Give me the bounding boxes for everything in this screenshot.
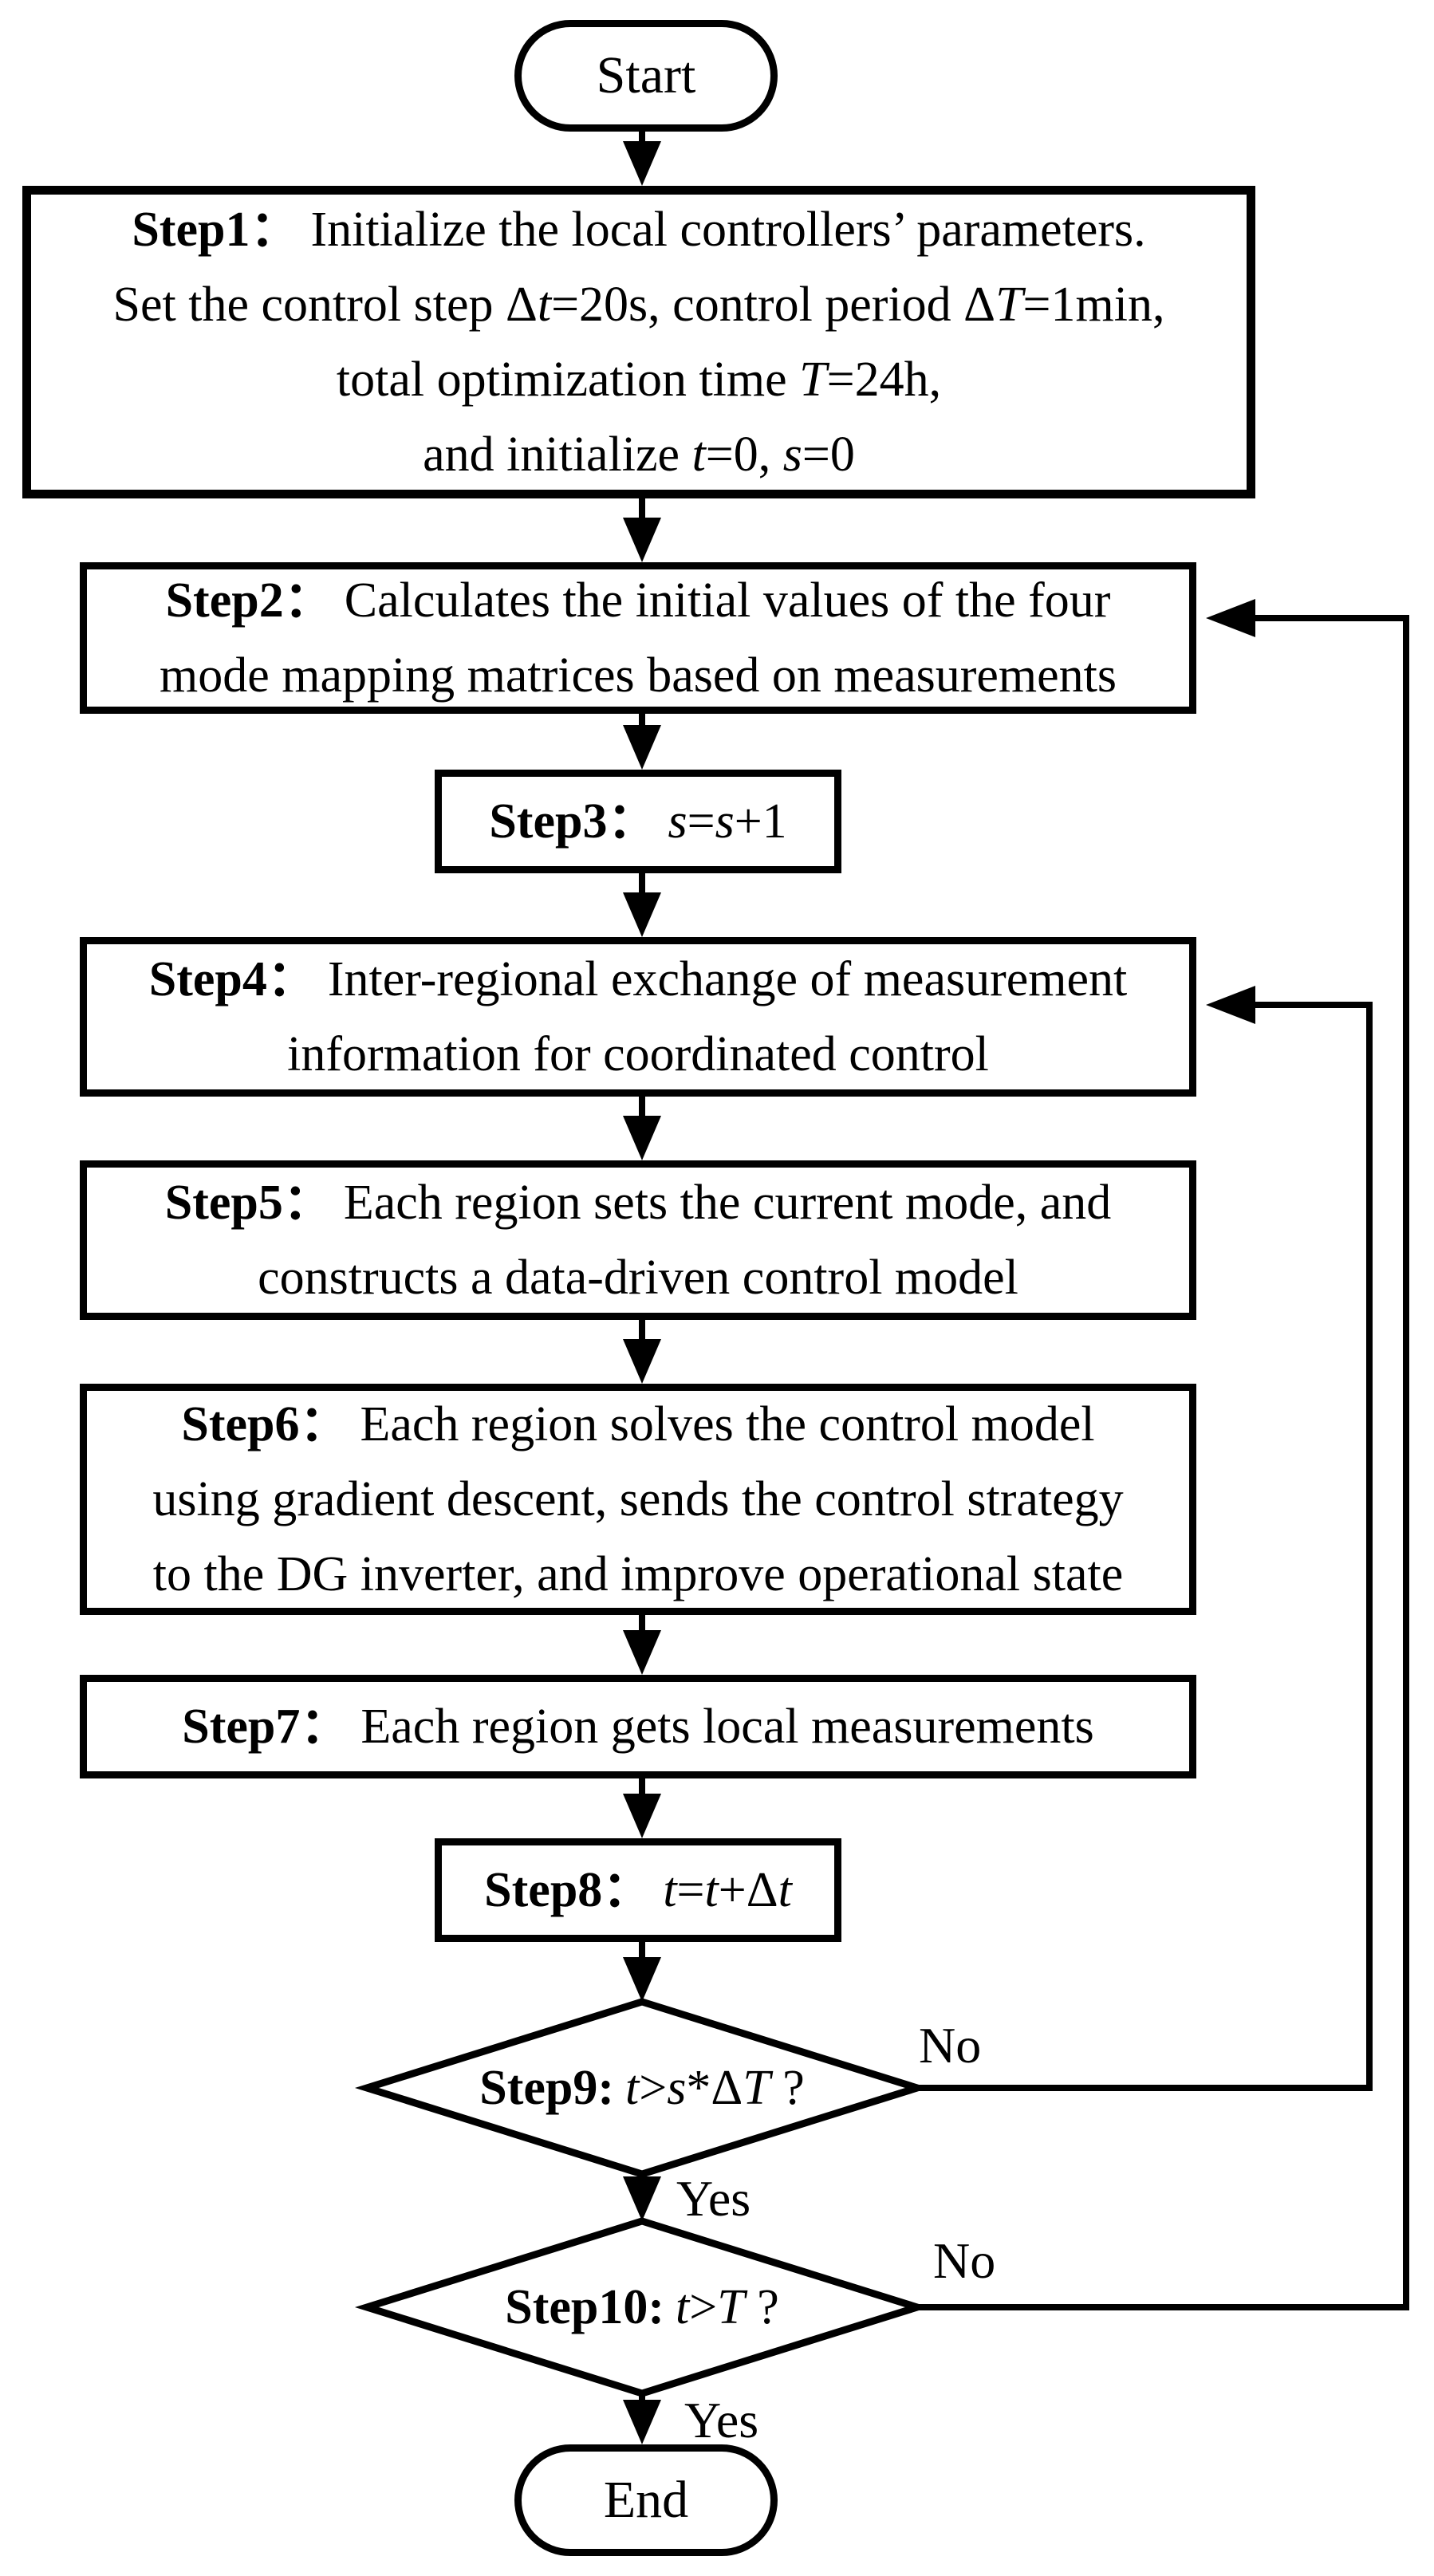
text-line: Step1：Initialize the local controllers’ … [132,203,1146,257]
arrowhead-step8-step9 [623,1957,661,2002]
step10-no-label: No [933,2232,996,2289]
arrowhead-step4-step5 [623,1116,661,1160]
arrowhead-step1-step2 [623,518,661,562]
step4-box: Step4：Inter-regional exchange of measure… [80,937,1196,1097]
step2-box: Step2：Calculates the initial values of t… [80,562,1196,714]
text-line: mode mapping matrices based on measureme… [159,648,1117,703]
arrowhead-step7-step8 [623,1794,661,1838]
step9-yes-label: Yes [676,2170,751,2227]
step10-diamond-text: Step10:t>T ? [383,2258,901,2357]
arrowhead-start-step1 [623,141,661,186]
arrowhead-loop-into-step2 [1206,599,1255,637]
step9-no-label: No [919,2017,982,2074]
arrowhead-step2-step3 [623,725,661,770]
arrowhead-step5-step6 [623,1339,661,1384]
arrowhead-loop-into-step4 [1206,986,1255,1024]
arrow-heads [623,141,661,2444]
arrowhead-step3-step4 [623,892,661,937]
step6-box: Step6：Each region solves the control mod… [80,1384,1196,1615]
step8-box: Step8：t=t+Δt [435,1838,841,1942]
step9-diamond-text: Step9:t>s*ΔT ? [383,2038,901,2137]
step5-box: Step5：Each region sets the current mode,… [80,1160,1196,1320]
text-line: information for coordinated control [287,1027,989,1081]
loop-step9-to-step4-line [917,1002,1373,2091]
arrowhead-step10-end [623,2400,661,2444]
end-terminal: End [514,2444,778,2556]
text-line: Step4：Inter-regional exchange of measure… [148,952,1128,1006]
step10-yes-label: Yes [684,2392,759,2448]
text-line: Step5：Each region sets the current mode,… [164,1176,1112,1230]
arrowhead-step9-step10 [623,2176,661,2221]
text-line: and initialize t=0, s=0 [423,427,855,482]
step7-box: Step7：Each region gets local measurement… [80,1675,1196,1778]
diamond-step10-shape [354,2217,930,2397]
text-line: total optimization time T=24h, [336,353,942,407]
text-line: Step6：Each region solves the control mod… [181,1397,1095,1451]
start-label: Start [596,46,696,104]
step3-box: Step3：s=s+1 [435,770,841,873]
diamond-step9-shape [354,1998,930,2178]
text-line: to the DG inverter, and improve operatio… [152,1547,1124,1601]
text-line: Step9:t>s*ΔT ? [479,2061,805,2115]
arrowhead-step6-step7 [623,1630,661,1675]
text-line: Step7：Each region gets local measurement… [182,1700,1094,1754]
step1-box: Step1：Initialize the local controllers’ … [22,186,1255,498]
text-line: constructs a data-driven control model [258,1251,1018,1305]
text-line: using gradient descent, sends the contro… [152,1472,1124,1526]
end-label: End [603,2471,689,2529]
start-terminal: Start [514,20,778,132]
text-line: Step3：s=s+1 [489,794,787,849]
text-line: Step2：Calculates the initial values of t… [165,573,1111,628]
loop-step10-to-step2-line [917,615,1409,2310]
text-line: Set the control step Δt=20s, control per… [112,278,1165,332]
text-line: Step8：t=t+Δt [484,1863,792,1917]
text-line: Step10:t>T ? [505,2280,779,2334]
